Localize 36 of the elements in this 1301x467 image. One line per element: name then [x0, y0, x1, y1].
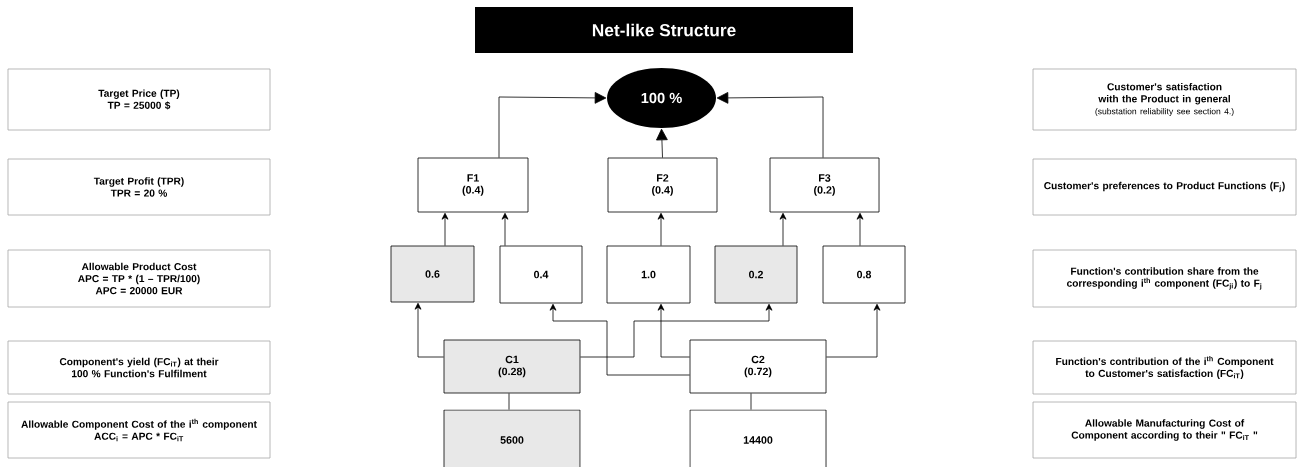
arrow	[580, 303, 773, 358]
description-box: Target Profit (TPR) TPR = 20 %	[7, 158, 271, 216]
description-box: Allowable Manufacturing Cost of Component according to their " FC$_{iT}$ "	[1032, 401, 1297, 459]
description-box: Allowable Component Cost of the i$^{th}$ component ACC$_{i}$ = APC * FC$_{iT}$	[7, 401, 271, 459]
value-box: C2 (0.72)	[689, 339, 827, 394]
value-box: 0.4	[499, 245, 583, 304]
description-box: Component's yield (FC$_{iT}$) at their 100 % Function's Fulfilment	[7, 340, 271, 395]
arrow	[716, 92, 824, 158]
value-box: 14400	[689, 409, 827, 467]
description-box: Function's contribution of the i$^{th}$ Component to Customer's satisfaction (FC$_{iT}$)	[1032, 340, 1297, 395]
description-box: Function's contribution share from the corresponding i$^{th}$ component (FC$_{ji}$) to F$_{j}$	[1032, 249, 1297, 308]
value-box: C1 (0.28)	[443, 339, 581, 394]
arrow	[414, 302, 444, 358]
description-box: Customer's satisfaction with the Product in general (substation reliability see section 4.)	[1032, 68, 1297, 131]
description-box: Allowable Product Cost APC = TP * (1 – TPR/100) APC = 20000 EUR	[7, 249, 271, 308]
value-box: F3 (0.2)	[769, 157, 880, 213]
title-banner: Net-like Structure	[475, 7, 853, 53]
arrow	[501, 212, 509, 246]
description-box: Target Price (TP) TP = 25000 $	[7, 68, 271, 131]
arrow	[856, 212, 864, 246]
value-box: 5600	[443, 409, 581, 467]
arrow	[826, 303, 881, 358]
arrow	[441, 212, 449, 246]
value-box: 1.0	[606, 245, 691, 304]
value-box: F1 (0.4)	[417, 157, 529, 213]
value-box: 0.8	[822, 245, 906, 304]
value-box: F2 (0.4)	[607, 157, 718, 213]
arrow	[657, 303, 690, 358]
description-box: Customer's preferences to Product Functions (F$_{j}$)	[1032, 158, 1297, 216]
arrow	[656, 128, 668, 158]
arrow	[549, 303, 690, 376]
value-box: 0.6	[390, 245, 475, 303]
value-box: 0.2	[714, 245, 798, 304]
arrow	[657, 212, 665, 246]
arrow	[779, 212, 787, 246]
arrow	[498, 92, 607, 158]
